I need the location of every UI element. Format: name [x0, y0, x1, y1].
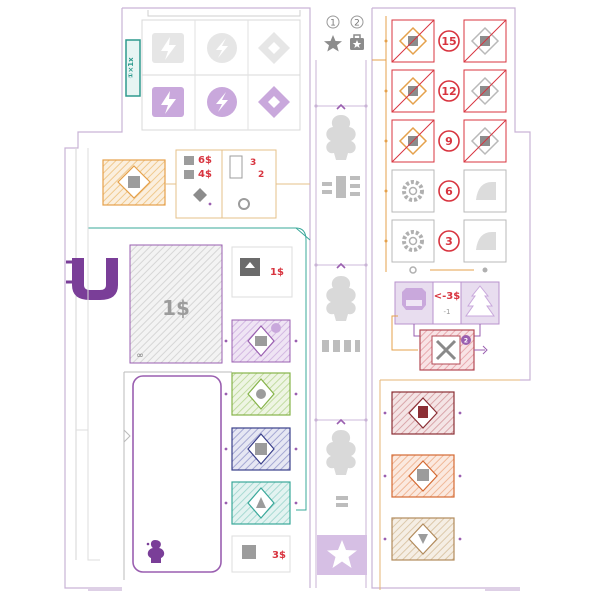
diamond-icon: [258, 32, 290, 64]
lightning-icon: [152, 33, 184, 63]
discount-row: <-3$ -1 2: [391, 281, 500, 371]
card-cost-1: 6$: [198, 155, 212, 166]
player-pawn-icon: [147, 540, 165, 563]
star-bag-icon: [350, 34, 364, 50]
card-cost-2: 4$: [198, 169, 212, 180]
tracker-label: ①×1x: [127, 57, 135, 79]
round-markers: 1 2: [324, 15, 364, 52]
cost-token: 3: [445, 235, 453, 248]
card-cost-b2: 2: [258, 170, 264, 180]
left-upper-area: 6$ 4$ 3 2: [102, 149, 310, 219]
star-icon: [327, 540, 357, 568]
tree-silhouette: [326, 276, 356, 321]
big-card-value: 1$: [162, 296, 190, 320]
small-card-value: 1$: [270, 267, 284, 278]
drop-icon: [207, 87, 237, 117]
diamond-icon: [258, 86, 290, 118]
star-icon: [324, 35, 342, 52]
left-lower-area: [123, 371, 232, 580]
cost-token: 12: [441, 85, 456, 98]
svg-text:2: 2: [464, 338, 468, 345]
cost-token: 9: [445, 135, 453, 148]
drop-icon: [207, 33, 237, 63]
tree-silhouette: [326, 115, 356, 160]
wedge-icon: [476, 232, 496, 250]
board-outline: [64, 7, 531, 591]
cost-token: 6: [445, 185, 453, 198]
infinity-label: ∞: [136, 351, 144, 361]
market-grid: 15 12 9 6 3: [372, 16, 507, 274]
gear-icon: [409, 266, 417, 274]
discount-label: <-3$: [434, 291, 460, 302]
top-banner: ①×1x: [125, 10, 301, 131]
left-middle-area: 1$ ∞ 1$ 3$: [88, 227, 311, 573]
round-marker-2: 2: [354, 19, 360, 29]
central-track: [314, 60, 368, 588]
cost-token: 15: [441, 35, 456, 48]
right-lower-tiles: [379, 379, 520, 590]
bottom-cost: 3$: [272, 550, 286, 561]
discount-sub: -1: [444, 308, 451, 316]
wedge-icon: [476, 182, 496, 200]
round-marker-1: 1: [330, 19, 336, 29]
card-cost-b1: 3: [250, 158, 256, 168]
player-marker: [66, 258, 118, 300]
left-guides: [76, 148, 100, 561]
tree-silhouette: [326, 430, 356, 475]
lightning-icon: [152, 87, 184, 117]
